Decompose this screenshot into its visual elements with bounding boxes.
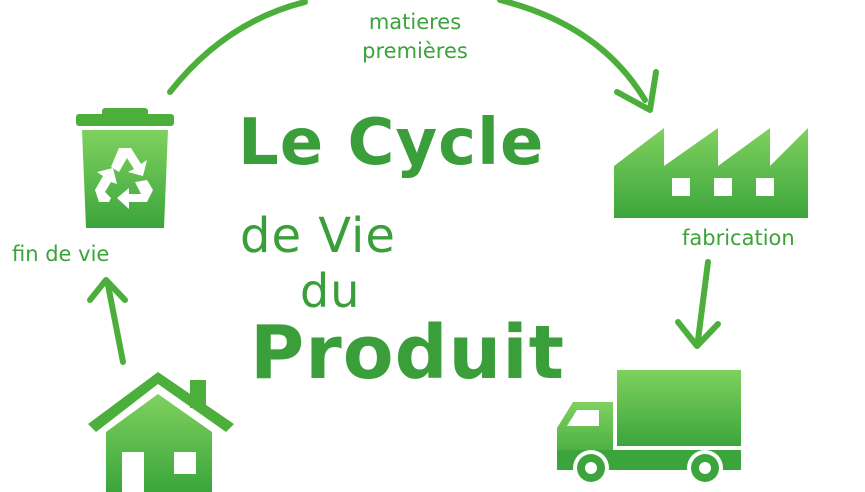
- arrow-house-to-endoflife: [105, 282, 126, 365]
- arrowhead-factory-to-truck: [675, 319, 721, 349]
- title-line-3: du: [300, 264, 361, 318]
- arrowhead-raw-to-factory: [614, 69, 659, 113]
- arrowhead-house-to-endoflife: [87, 277, 128, 303]
- title-line-1: Le Cycle: [238, 106, 545, 180]
- title-line-4: Produit: [250, 310, 565, 396]
- stage-raw-materials-line2: premières: [362, 39, 468, 63]
- recycling-bin-icon: [76, 108, 174, 228]
- title-line-2: de Vie: [240, 208, 396, 264]
- stage-end-of-life: fin de vie: [12, 242, 110, 266]
- house-icon: [88, 372, 234, 492]
- arrow-factory-to-truck: [695, 259, 711, 343]
- arrow-endoflife-to-raw: [167, 0, 308, 95]
- factory-icon: [614, 128, 808, 218]
- arrow-raw-to-factory: [497, 0, 648, 103]
- stage-raw-materials: matieres premières: [350, 8, 480, 66]
- stage-manufacturing: fabrication: [682, 226, 795, 250]
- truck-icon: [557, 370, 741, 486]
- stage-raw-materials-line1: matieres: [368, 10, 462, 34]
